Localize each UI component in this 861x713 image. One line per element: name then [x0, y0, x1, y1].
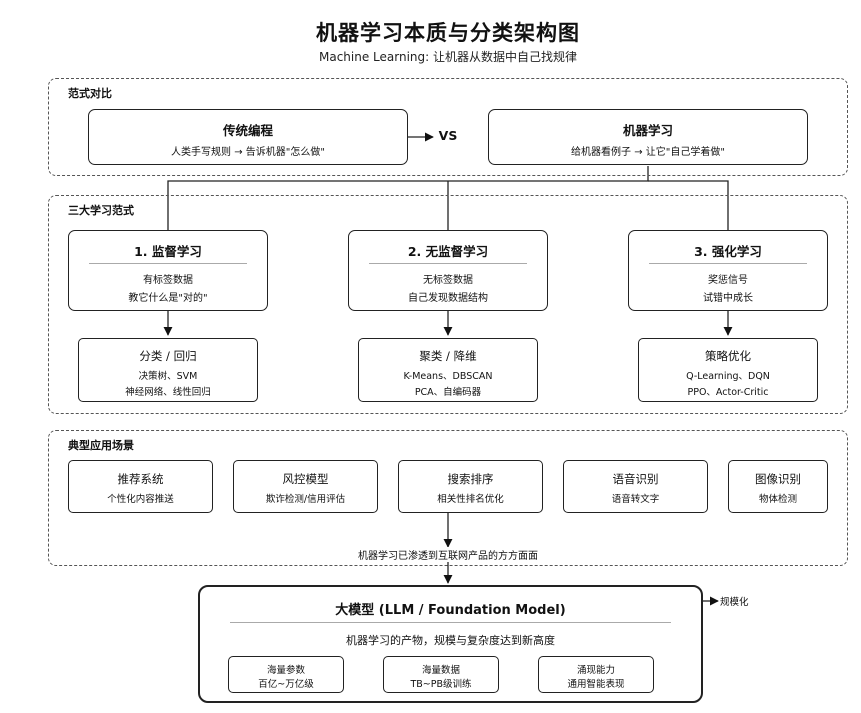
type-line1: 有标签数据	[143, 275, 193, 286]
connector-to-reinforcement	[648, 180, 729, 230]
llm-divider	[230, 622, 671, 623]
method-line2: 神经网络、线性回归	[125, 387, 211, 398]
reinforcement-learning-box: 3. 强化学习 奖惩信号 试错中成长	[628, 230, 828, 311]
method-line2: PPO、Actor-Critic	[687, 387, 769, 398]
llm-feature-box: 涌现能力 通用智能表现	[538, 656, 654, 693]
reinforcement-methods-box: 策略优化 Q-Learning、DQN PPO、Actor-Critic	[638, 338, 818, 402]
method-line1: Q-Learning、DQN	[686, 371, 770, 382]
traditional-programming-box: 传统编程 人类手写规则 → 告诉机器"怎么做"	[88, 109, 408, 165]
application-box: 风控模型 欺诈检测/信用评估	[233, 460, 378, 513]
application-desc: 语音转文字	[611, 494, 660, 505]
machine-learning-title: 机器学习	[622, 123, 673, 138]
supervised-methods-box: 分类 / 回归 决策树、SVM 神经网络、线性回归	[78, 338, 258, 402]
section-paradigm	[48, 78, 848, 176]
application-box: 图像识别 物体检测	[728, 460, 828, 513]
llm-feature-line1: 海量参数	[266, 665, 305, 676]
type-line2: 试错中成长	[703, 293, 753, 304]
llm-feature-line2: 百亿~万亿级	[258, 679, 314, 690]
llm-feature-box: 海量参数 百亿~万亿级	[228, 656, 344, 693]
application-title: 风控模型	[282, 472, 329, 486]
machine-learning-box: 机器学习 给机器看例子 → 让它"自己学着做"	[488, 109, 808, 165]
scale-label: 规模化	[720, 597, 749, 608]
type-line2: 教它什么是"对的"	[128, 293, 208, 304]
traditional-programming-desc: 人类手写规则 → 告诉机器"怎么做"	[171, 147, 325, 158]
application-title: 搜索排序	[447, 472, 494, 486]
section-applications	[48, 430, 848, 566]
llm-feature-line1: 涌现能力	[576, 665, 615, 676]
type-line1: 无标签数据	[423, 275, 473, 286]
application-desc: 相关性排名优化	[437, 494, 504, 505]
type-divider	[89, 263, 247, 264]
method-title: 策略优化	[705, 349, 751, 363]
type-line2: 自己发现数据结构	[408, 293, 488, 304]
llm-feature-line1: 海量数据	[421, 665, 460, 676]
application-desc: 物体检测	[758, 494, 797, 505]
application-desc: 欺诈检测/信用评估	[265, 494, 346, 505]
method-title: 分类 / 回归	[139, 349, 197, 363]
llm-feature-line2: 通用智能表现	[567, 679, 625, 690]
section-learning-types-label: 三大学习范式	[68, 204, 134, 217]
application-box: 语音识别 语音转文字	[563, 460, 708, 513]
method-line1: K-Means、DBSCAN	[403, 371, 493, 382]
type-title: 3. 强化学习	[694, 244, 762, 259]
type-title: 2. 无监督学习	[407, 244, 489, 259]
llm-box: 大模型 (LLM / Foundation Model) 机器学习的产物，规模与…	[198, 585, 703, 703]
application-title: 图像识别	[755, 472, 801, 486]
traditional-programming-title: 传统编程	[222, 123, 273, 138]
application-title: 推荐系统	[117, 472, 164, 486]
application-title: 语音识别	[612, 472, 659, 486]
supervised-learning-box: 1. 监督学习 有标签数据 教它什么是"对的"	[68, 230, 268, 311]
llm-feature-box: 海量数据 TB~PB级训练	[383, 656, 499, 693]
applications-note: 机器学习已渗透到互联网产品的方方面面	[356, 547, 540, 562]
application-box: 推荐系统 个性化内容推送	[68, 460, 213, 513]
section-applications-label: 典型应用场景	[68, 439, 134, 452]
type-title: 1. 监督学习	[134, 244, 202, 259]
unsupervised-methods-box: 聚类 / 降维 K-Means、DBSCAN PCA、自编码器	[358, 338, 538, 402]
machine-learning-desc: 给机器看例子 → 让它"自己学着做"	[571, 147, 725, 158]
vs-label: VS	[438, 128, 458, 143]
method-line1: 决策树、SVM	[138, 371, 198, 382]
llm-desc: 机器学习的产物，规模与复杂度达到新高度	[346, 634, 555, 647]
llm-title: 大模型 (LLM / Foundation Model)	[335, 603, 566, 618]
section-learning-types	[48, 195, 848, 414]
page-subtitle: Machine Learning: 让机器从数据中自己找规律	[318, 50, 578, 64]
method-line2: PCA、自编码器	[414, 387, 482, 398]
type-divider	[369, 263, 527, 264]
section-paradigm-label: 范式对比	[68, 87, 112, 100]
application-desc: 个性化内容推送	[107, 494, 174, 505]
type-line1: 奖惩信号	[708, 275, 748, 286]
unsupervised-learning-box: 2. 无监督学习 无标签数据 自己发现数据结构	[348, 230, 548, 311]
page-title: 机器学习本质与分类架构图	[316, 21, 580, 45]
llm-feature-line2: TB~PB级训练	[410, 679, 472, 690]
method-title: 聚类 / 降维	[419, 349, 477, 363]
application-box: 搜索排序 相关性排名优化	[398, 460, 543, 513]
type-divider	[649, 263, 807, 264]
connector-ml-to-types	[167, 166, 649, 230]
